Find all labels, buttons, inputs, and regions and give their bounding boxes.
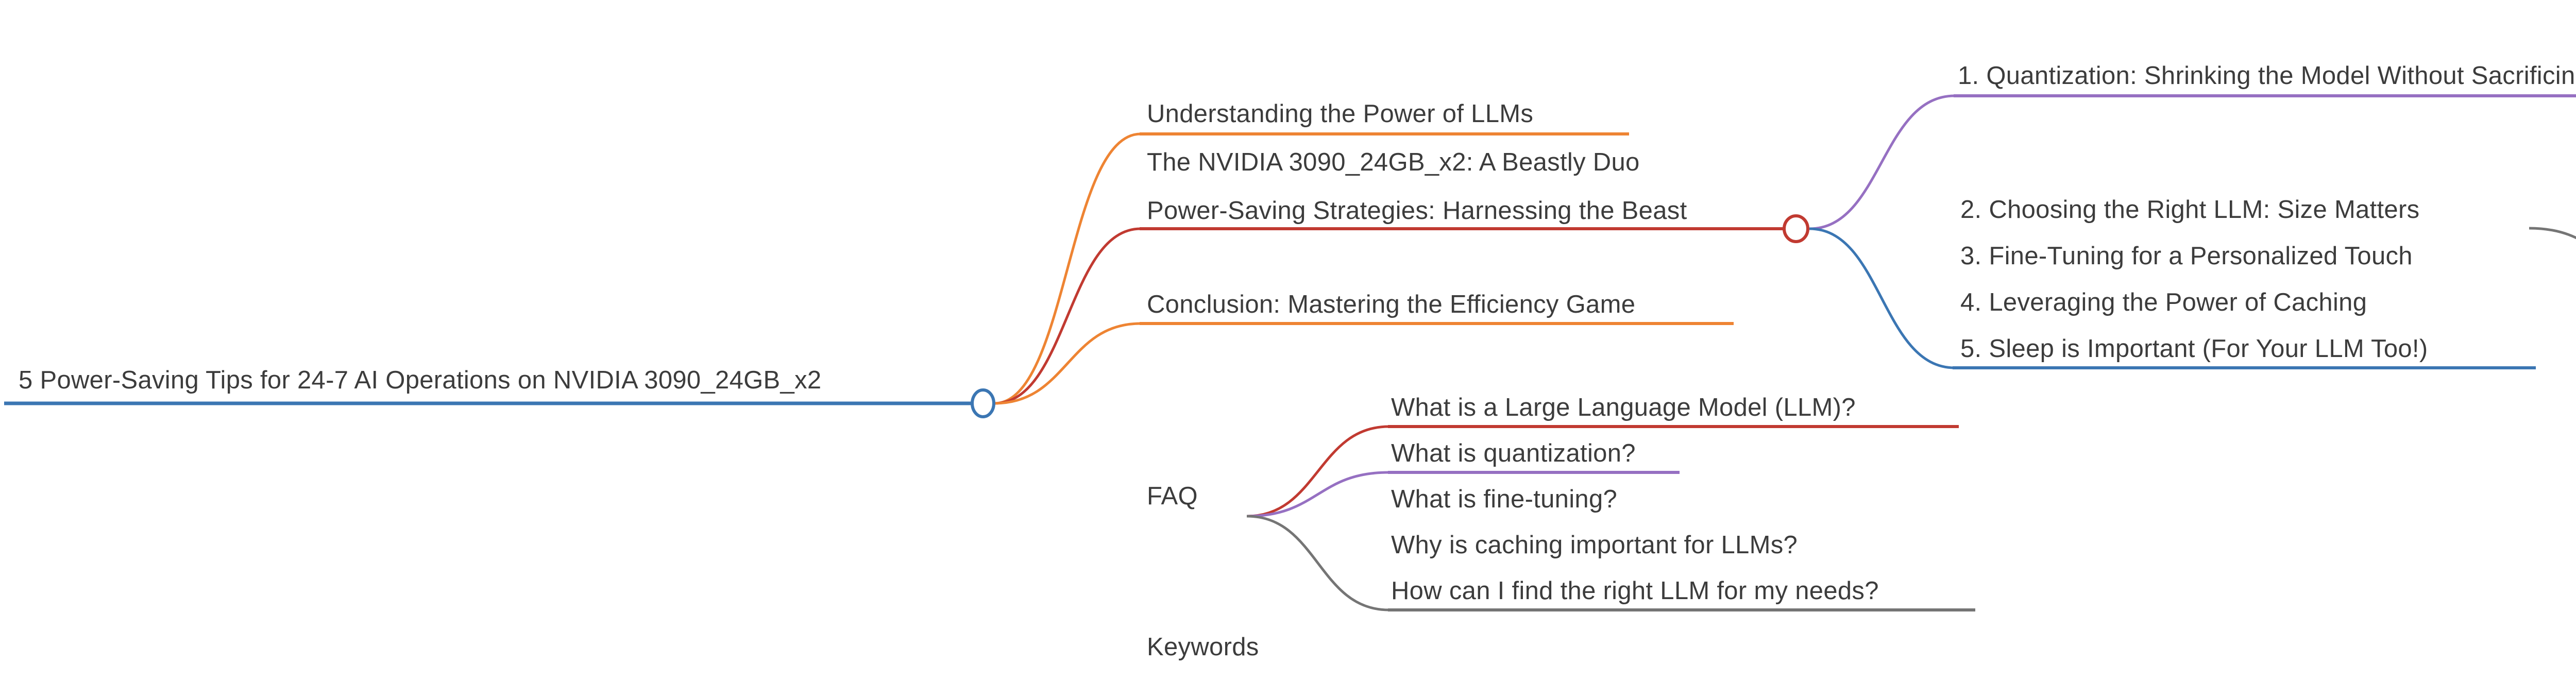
tip-2-label[interactable]: 2. Choosing the Right LLM: Size Matters (1960, 196, 2420, 224)
branch-curve-faq-q1 (1246, 425, 1389, 518)
tip-3-label[interactable]: 3. Fine-Tuning for a Personalized Touch (1960, 242, 2413, 270)
power-saving-node-circle[interactable] (1783, 214, 1809, 243)
branch-curve-tip-1 (1809, 94, 1955, 230)
tip-1-label[interactable]: 1. Quantization: Shrinking the Model Wit… (1958, 62, 2576, 90)
faq-q1-label[interactable]: What is a Large Language Model (LLM)? (1391, 394, 1856, 422)
branch-curve-model-table (2529, 227, 2576, 240)
root-node-circle[interactable] (971, 388, 995, 418)
section-keywords-label[interactable]: Keywords (1147, 633, 1259, 661)
section-nvidia-label[interactable]: The NVIDIA 3090_24GB_x2: A Beastly Duo (1147, 148, 1640, 177)
branch-curve-power-saving (994, 227, 1141, 405)
branch-curve-tip-5 (1809, 227, 1955, 369)
tip-4-label[interactable]: 4. Leveraging the Power of Caching (1960, 288, 2367, 317)
branch-curve-faq-q5 (1246, 515, 1389, 611)
faq-q5-label[interactable]: How can I find the right LLM for my need… (1391, 577, 1879, 605)
section-faq-label[interactable]: FAQ (1147, 482, 1198, 511)
root-node-label[interactable]: 5 Power-Saving Tips for 24-7 AI Operatio… (19, 366, 822, 395)
faq-q4-label[interactable]: Why is caching important for LLMs? (1391, 531, 1798, 559)
section-understanding-label[interactable]: Understanding the Power of LLMs (1147, 100, 1534, 128)
faq-q2-label[interactable]: What is quantization? (1391, 439, 1636, 468)
section-conclusion-label[interactable]: Conclusion: Mastering the Efficiency Gam… (1147, 291, 1636, 319)
tip-5-label[interactable]: 5. Sleep is Important (For Your LLM Too!… (1960, 335, 2428, 363)
branch-curve-understanding (994, 132, 1141, 405)
branch-curve-conclusion (994, 322, 1141, 405)
branch-curve-faq-q2 (1246, 471, 1389, 518)
section-power-saving-label[interactable]: Power-Saving Strategies: Harnessing the … (1147, 197, 1687, 225)
faq-q3-label[interactable]: What is fine-tuning? (1391, 485, 1618, 514)
